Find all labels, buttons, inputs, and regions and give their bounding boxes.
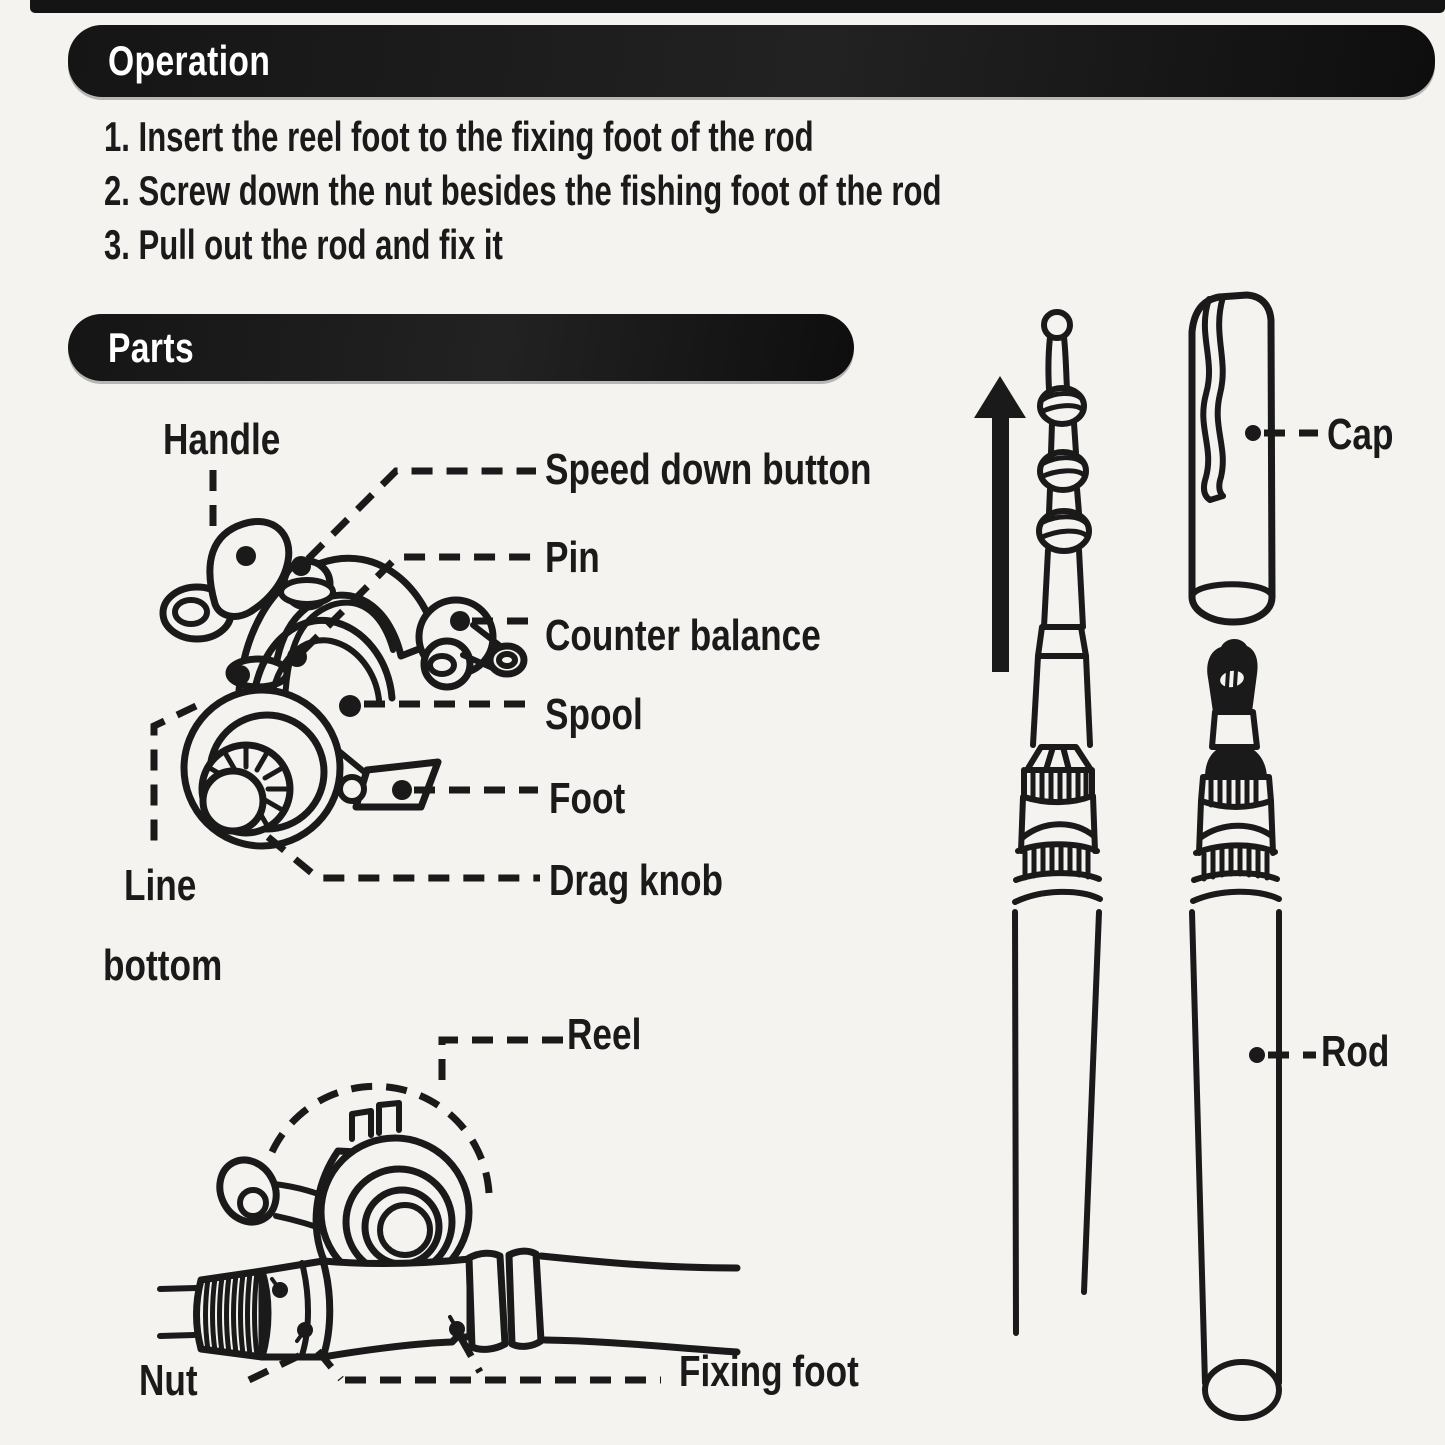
label-cap: Cap <box>1327 410 1394 459</box>
leader-lines <box>150 425 1318 1384</box>
label-foot: Foot <box>549 774 626 823</box>
label-rod: Rod <box>1321 1027 1390 1076</box>
label-counter-balance: Counter balance <box>545 611 821 660</box>
operation-step-1: 1. Insert the reel foot to the fixing fo… <box>104 113 814 160</box>
operation-step-2: 2. Screw down the nut besides the fishin… <box>104 167 942 214</box>
parts-title: Parts <box>108 323 195 371</box>
operation-section-header: Operation <box>68 25 1435 97</box>
parts-section-header: Parts <box>68 314 854 381</box>
label-line-bottom-line1: Line <box>124 861 197 910</box>
telescopic-rod-drawing <box>1012 309 1103 1336</box>
operation-title: Operation <box>108 37 271 84</box>
operation-step-3: 3. Pull out the rod and fix it <box>104 221 503 268</box>
label-spool: Spool <box>545 690 643 739</box>
label-speed-down-button: Speed down button <box>545 445 872 494</box>
label-handle: Handle <box>163 415 281 464</box>
page-top-edge <box>30 0 1445 13</box>
label-line-bottom-line2: bottom <box>103 941 223 990</box>
pen-rod-drawing <box>1189 638 1282 1421</box>
label-pin: Pin <box>545 533 600 582</box>
operation-steps: 1. Insert the reel foot to the fixing fo… <box>104 110 1236 272</box>
label-fixing-foot: Fixing foot <box>679 1347 859 1396</box>
label-nut: Nut <box>139 1356 198 1405</box>
label-reel: Reel <box>567 1010 642 1059</box>
label-drag-knob: Drag knob <box>549 856 724 905</box>
up-arrow-icon <box>974 376 1026 672</box>
pen-cap-drawing <box>1188 291 1276 626</box>
reel-side-drawing <box>159 518 528 850</box>
reel-mounted-drawing <box>157 1100 741 1361</box>
